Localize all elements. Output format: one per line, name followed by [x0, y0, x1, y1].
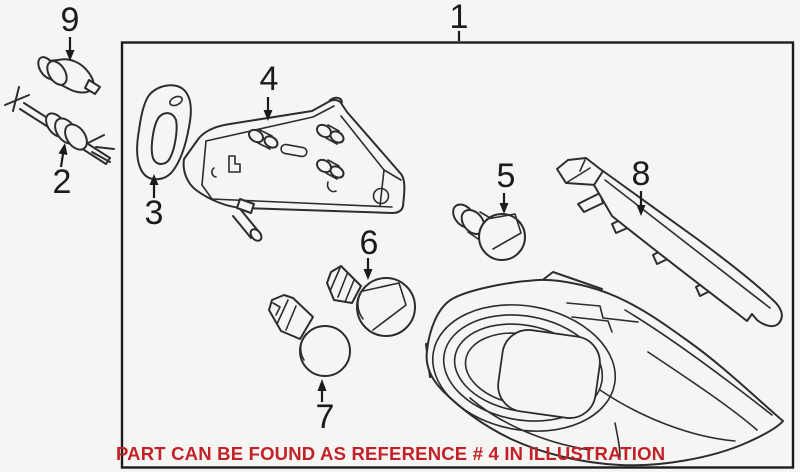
callout-label-5: 5 — [496, 157, 516, 195]
part-3-gasket-drawing — [136, 84, 192, 181]
part-6-bulb-drawing — [326, 265, 416, 337]
leader-4 — [263, 97, 273, 121]
reference-notice: PART CAN BE FOUND AS REFERENCE # 4 IN IL… — [116, 443, 666, 464]
leader-6 — [363, 258, 373, 280]
leader-3 — [149, 174, 159, 198]
callout-label-3: 3 — [144, 194, 164, 232]
part-9-bulb-socket-drawing — [37, 56, 101, 95]
part-7-bulb-drawing — [268, 294, 351, 377]
callout-label-2: 2 — [52, 163, 72, 201]
part-5-bulb-drawing — [452, 203, 526, 261]
callout-label-4: 4 — [259, 60, 279, 98]
callout-label-9: 9 — [60, 1, 80, 39]
leader-7 — [317, 379, 327, 402]
leader-8 — [636, 191, 646, 216]
callout-label-1: 1 — [449, 0, 469, 36]
callout-label-8: 8 — [631, 155, 651, 193]
leader-9 — [65, 37, 75, 61]
part-4-bulb-holder-drawing — [182, 96, 406, 242]
leader-2 — [58, 143, 68, 168]
part-2-bulb-socket-harness-drawing — [4, 86, 115, 165]
assembly-boundary-box — [120, 41, 795, 469]
callout-label-7: 7 — [315, 398, 335, 436]
callout-leaders — [58, 31, 646, 402]
leader-5 — [499, 193, 509, 214]
tail-lamp-lens-drawing — [425, 271, 784, 467]
callout-label-6: 6 — [359, 224, 379, 262]
